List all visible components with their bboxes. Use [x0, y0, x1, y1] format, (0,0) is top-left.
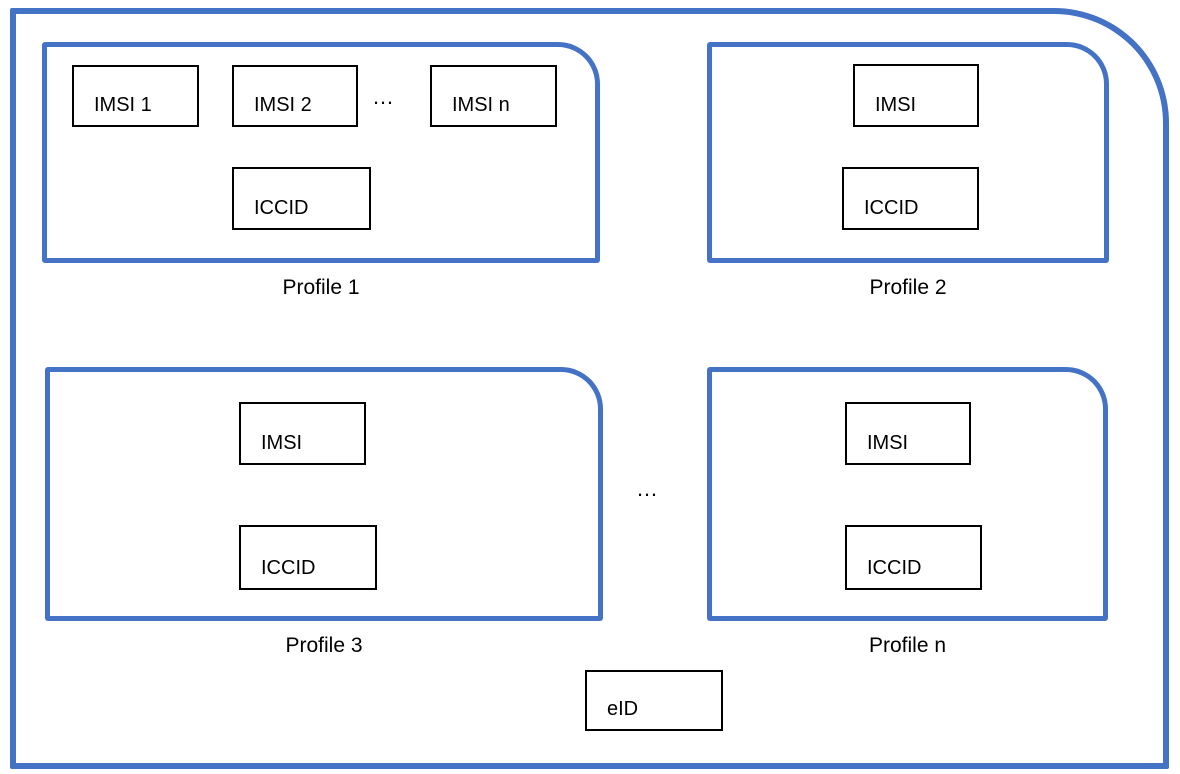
profile-n-imsi-label: IMSI	[867, 432, 909, 454]
profile-2-iccid-label: ICCID	[864, 197, 919, 219]
between-profiles-ellipsis: …	[636, 476, 659, 501]
profile-2-imsi-box: IMSI	[853, 64, 979, 127]
profile-1-imsi-ellipsis: …	[372, 84, 395, 109]
profile-1-imsi-2-box: IMSI 2	[232, 65, 358, 127]
eid-label: eID	[607, 698, 639, 720]
profile-n-iccid-label: ICCID	[867, 557, 922, 579]
profile-1-imsi-1-box: IMSI 1	[72, 65, 199, 127]
profile-1-iccid-label: ICCID	[254, 197, 309, 219]
profile-3-imsi-label: IMSI	[261, 432, 303, 454]
profile-3-iccid-box: ICCID	[239, 525, 377, 590]
profile-n-caption: Profile n	[868, 634, 947, 657]
profile-1-imsi-2-label: IMSI 2	[254, 94, 312, 116]
profile-n-iccid-box: ICCID	[845, 525, 982, 590]
profile-n-imsi-box: IMSI	[845, 402, 971, 465]
profile-3-imsi-box: IMSI	[239, 402, 366, 465]
profile-1-caption: Profile 1	[282, 276, 360, 299]
profile-1-imsi-1-label: IMSI 1	[94, 94, 152, 116]
profile-2-iccid-box: ICCID	[842, 167, 979, 230]
profile-2-imsi-label: IMSI	[875, 94, 917, 116]
euicc-outer-container	[10, 8, 1169, 769]
profile-1-iccid-box: ICCID	[232, 167, 371, 230]
eid-box: eID	[585, 670, 723, 731]
profile-3-caption: Profile 3	[285, 634, 363, 657]
profile-1-imsi-n-label: IMSI n	[452, 94, 510, 116]
profile-2-caption: Profile 2	[869, 276, 947, 299]
profile-3-iccid-label: ICCID	[261, 557, 316, 579]
profile-1-imsi-n-box: IMSI n	[430, 65, 557, 127]
